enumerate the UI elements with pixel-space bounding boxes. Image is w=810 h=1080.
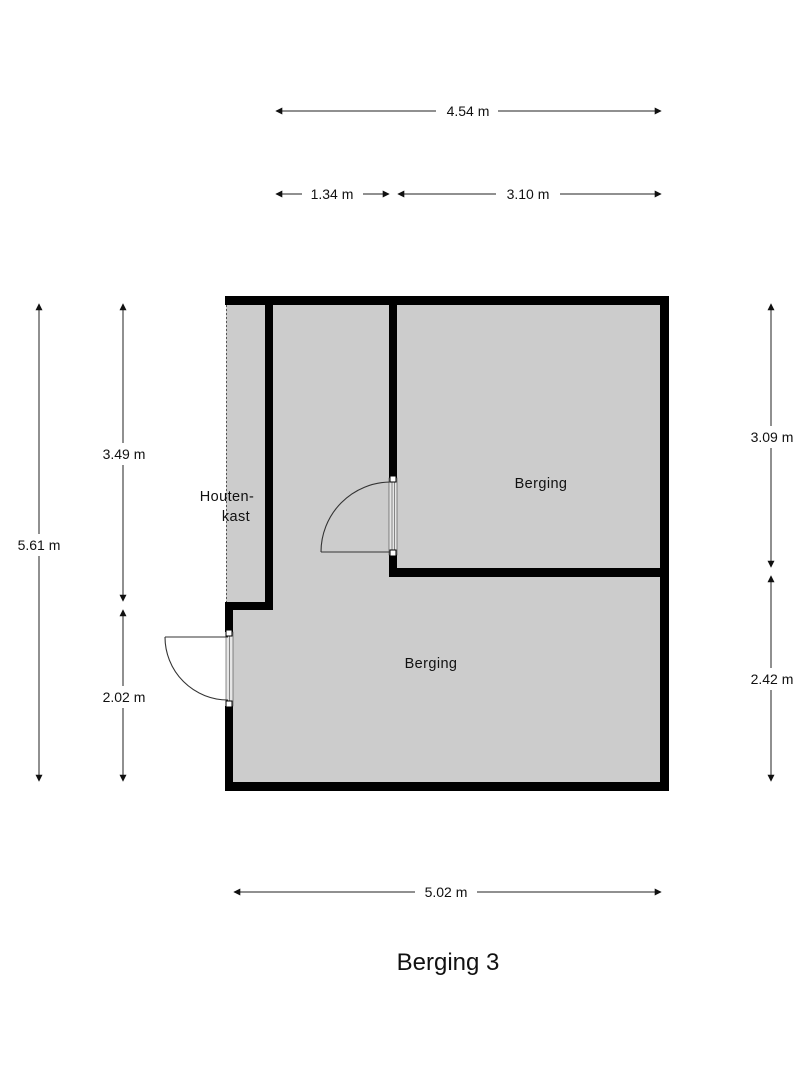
dimension-lines [35,107,775,896]
room-label-berging-lower: Berging [405,656,458,672]
plan-title: Berging 3 [397,949,500,976]
dimension-top-left: 1.34 m [311,186,354,202]
dimension-right-upper: 3.09 m [751,429,794,445]
dimension-right-lower: 2.42 m [751,671,794,687]
wall-partition-lower [389,555,397,577]
inner-door-jamb-bottom [389,549,397,557]
room-label-berging-upper: Berging [515,476,568,492]
entrance-door-jamb-bottom [225,700,233,708]
entrance-door[interactable] [164,629,234,708]
entrance-door-swing-arc [164,636,229,701]
berging-lower-floor [229,300,664,786]
dimension-left-total: 5.61 m [18,537,61,553]
inner-door-jamb-top [389,475,397,483]
wall-bottom [225,782,669,791]
inner-door-swing-arc [320,481,391,553]
inner-door-frame [388,477,398,556]
dimension-top-total: 4.54 m [447,103,490,119]
floor-area [226,300,664,786]
wall-closet-vertical [265,300,273,610]
inner-door[interactable] [320,475,398,557]
walls [225,296,669,791]
houtenkast-floor [226,300,270,606]
wall-partition-upper [389,300,397,478]
wall-right [660,296,669,791]
wall-left-lower-segment [225,706,233,791]
room-label-houtenkast-line1: Houten- [200,489,254,505]
wall-left-upper-segment [225,602,233,632]
dimension-left-upper: 3.49 m [103,446,146,462]
room-label-houtenkast-line2: kast [222,509,250,525]
dimension-left-lower: 2.02 m [103,689,146,705]
entrance-door-jamb-top [225,629,233,637]
wall-top [225,296,669,305]
dimension-bottom-total: 5.02 m [425,884,468,900]
wall-closet-horizontal [225,602,273,610]
wall-partition-horizontal [389,568,669,577]
dimension-top-right: 3.10 m [507,186,550,202]
